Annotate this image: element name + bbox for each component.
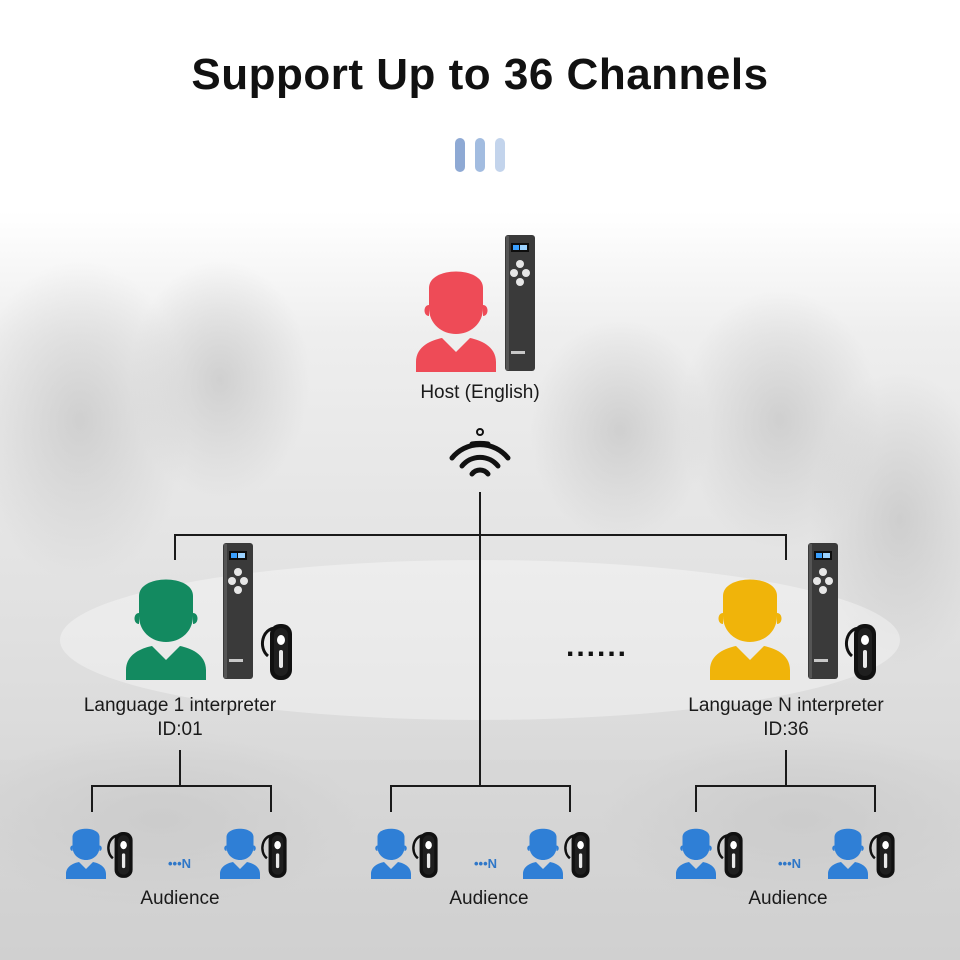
more-interpreters-ellipsis: ...... (566, 630, 629, 663)
interpreterN-label: Language N interpreter (688, 695, 884, 716)
page-title: Support Up to 36 Channels (191, 50, 769, 99)
audience-more-3: •••N (778, 856, 802, 871)
wireless-signal-icon (449, 428, 511, 477)
host-transmitter-icon (505, 235, 535, 371)
interpreterN-person-icon (710, 579, 790, 680)
connector-lines (91, 492, 876, 812)
interpreter1-person-icon (126, 579, 206, 680)
audience-group-3-icons (676, 829, 896, 880)
host-label: Host (English) (420, 382, 540, 403)
interpreterN-earpiece-icon (844, 622, 878, 682)
audience-group-2-icons (371, 829, 591, 880)
interpreter1-transmitter-icon (223, 543, 253, 679)
audience-label-2: Audience (449, 888, 529, 909)
audience-more-1: •••N (168, 856, 192, 871)
title-accent-bars (455, 138, 505, 172)
interpreter1-label: Language 1 interpreter (83, 695, 277, 716)
interpreterN-transmitter-icon (808, 543, 838, 679)
interpreter1-earpiece-icon (260, 622, 294, 682)
audience-label-3: Audience (748, 888, 828, 909)
audience-more-2: •••N (474, 856, 498, 871)
host-person-icon (416, 271, 496, 372)
interpreterN-id: ID:36 (763, 719, 809, 740)
audience-group-1-icons (66, 829, 288, 880)
audience-label-1: Audience (140, 888, 220, 909)
interpreter1-id: ID:01 (157, 719, 203, 740)
